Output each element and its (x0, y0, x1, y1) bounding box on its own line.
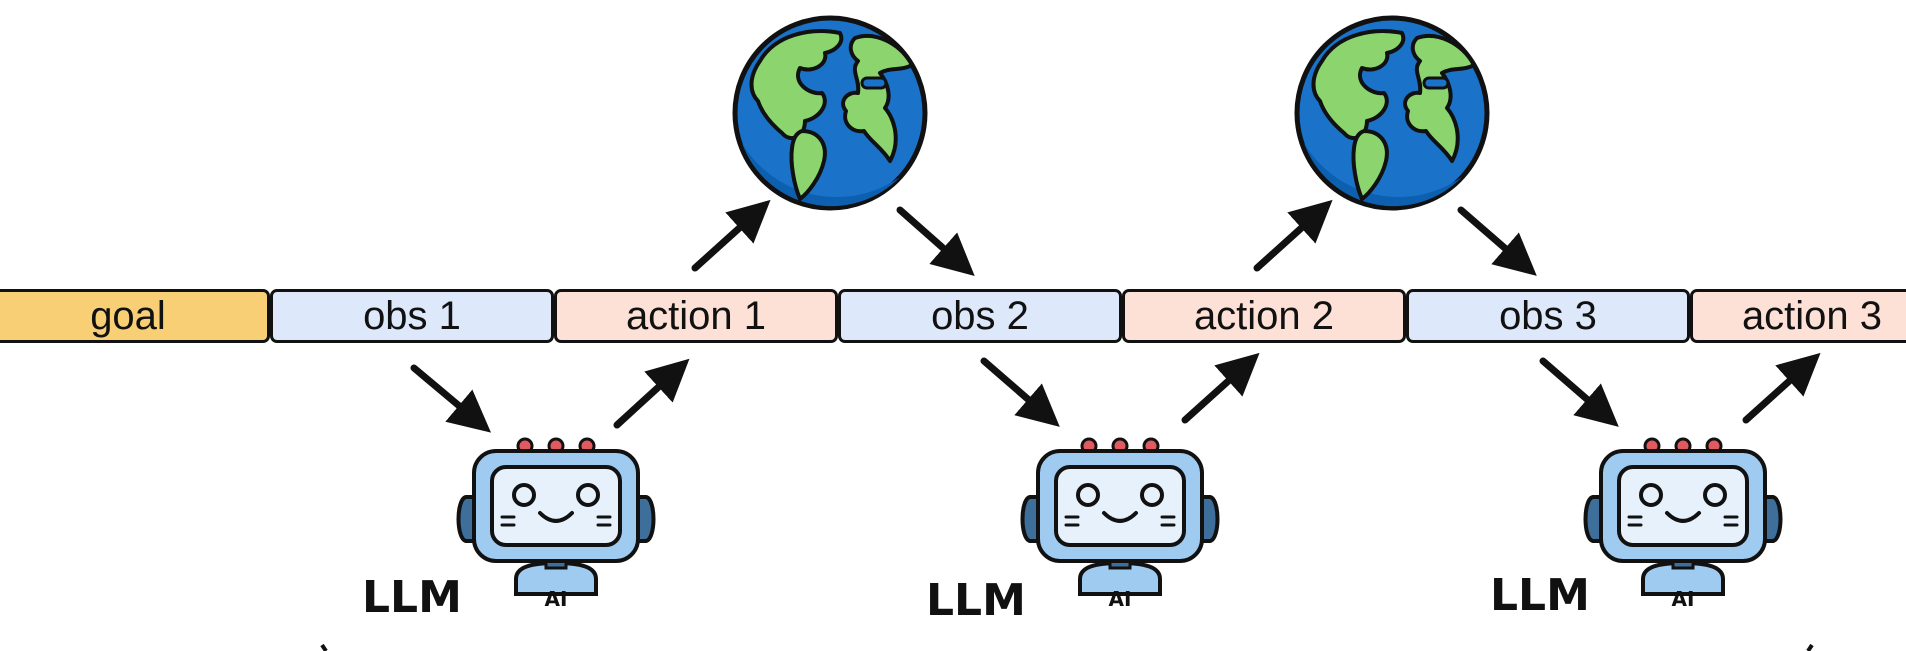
globe-icon-2 (1297, 18, 1487, 208)
ai-badge-2: AI (1109, 587, 1132, 611)
arrow-action1-to-env (691, 199, 771, 272)
token-action-3: action 3 (1690, 289, 1906, 343)
ai-badge-1: AI (545, 587, 568, 611)
token-obs-3: obs 3 (1406, 289, 1690, 343)
arrow-obs3-to-llm3 (1539, 357, 1619, 427)
globe-icon-1 (735, 18, 925, 208)
llm-label-3: LLM (1490, 570, 1590, 621)
arrow-env-to-obs2 (896, 206, 975, 276)
arrow-llm3-to-action3 (1742, 352, 1821, 424)
robot-icon-1 (456, 437, 656, 596)
cutoff-mark-right (1806, 643, 1814, 651)
robot-icon-3 (1583, 437, 1783, 596)
token-goal: goal (0, 289, 270, 343)
token-action-1: action 1 (554, 289, 838, 343)
token-obs-3-label: obs 3 (1499, 293, 1597, 338)
context-token-bar: goal obs 1 action 1 obs 2 action 2 obs 3… (0, 289, 1906, 347)
token-obs-1-label: obs 1 (363, 293, 461, 338)
token-obs-2-label: obs 2 (931, 293, 1029, 338)
token-action-1-label: action 1 (625, 293, 767, 338)
token-action-2: action 2 (1122, 289, 1406, 343)
arrow-env-to-obs3 (1457, 206, 1537, 276)
arrow-obs1-to-llm1 (410, 364, 492, 433)
ai-badge-3: AI (1672, 587, 1695, 611)
arrow-action2-to-env (1253, 199, 1333, 272)
arrow-llm2-to-action2 (1181, 352, 1260, 424)
arrow-llm1-to-action1 (613, 358, 690, 429)
token-obs-1: obs 1 (270, 289, 554, 343)
robot-icon-2 (1020, 437, 1220, 596)
token-goal-label: goal (90, 293, 166, 338)
llm-label-1: LLM (362, 572, 462, 623)
token-action-3-label: action 3 (1741, 293, 1883, 338)
token-obs-2: obs 2 (838, 289, 1122, 343)
llm-label-2: LLM (926, 575, 1026, 626)
cutoff-mark-left (320, 643, 328, 651)
arrow-obs2-to-llm2 (980, 357, 1060, 427)
token-action-2-label: action 2 (1193, 293, 1335, 338)
